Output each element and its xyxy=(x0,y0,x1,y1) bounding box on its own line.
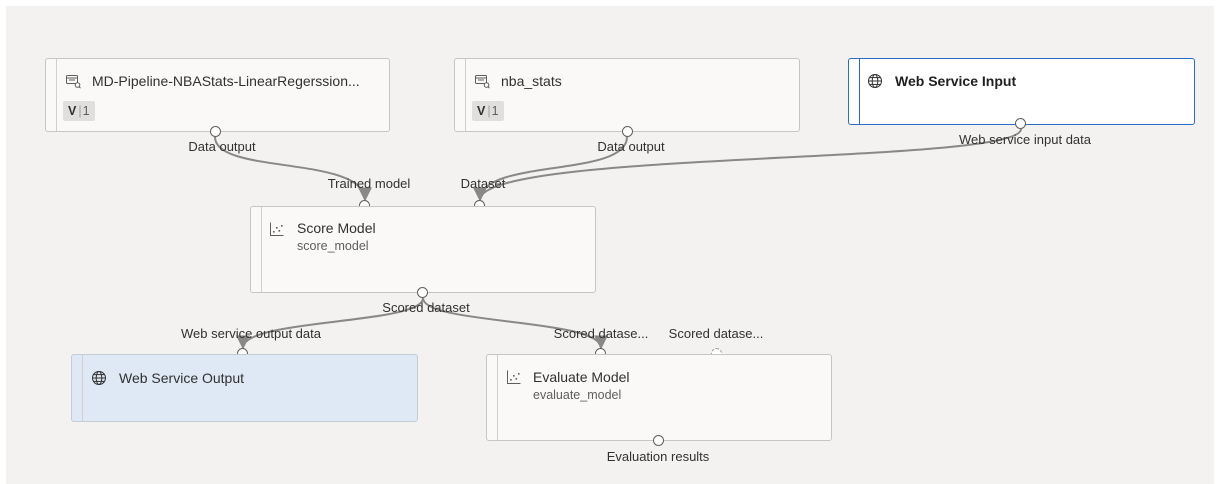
globe-icon xyxy=(91,370,107,386)
web-service-input-port[interactable] xyxy=(1015,118,1026,129)
version-letter: V xyxy=(68,104,77,118)
node-title: Score Model xyxy=(297,220,376,236)
port-label: Evaluation results xyxy=(606,449,710,464)
port-label: Data output xyxy=(597,139,665,154)
web-service-output-node[interactable]: Web Service Output xyxy=(71,354,418,422)
data-output-port[interactable] xyxy=(622,126,633,137)
score-model-node[interactable]: Score Model score_model xyxy=(250,206,596,293)
node-title: Web Service Input xyxy=(895,73,1017,89)
node-subtitle: evaluate_model xyxy=(533,388,622,402)
dataset-icon xyxy=(474,73,490,89)
node-title: Evaluate Model xyxy=(533,369,630,385)
port-label: Trained model xyxy=(327,176,411,191)
port-label: Scored datase... xyxy=(668,326,764,341)
scatter-chart-icon xyxy=(506,369,522,385)
data-output-port[interactable] xyxy=(210,126,221,137)
node-title: nba_stats xyxy=(501,73,562,89)
version-letter: V xyxy=(477,104,486,118)
web-service-input-node[interactable]: Web Service Input xyxy=(848,58,1195,125)
version-badge: V|1 xyxy=(472,101,504,121)
node-subtitle: score_model xyxy=(297,239,369,253)
port-label: Scored datase... xyxy=(553,326,649,341)
scored-dataset-port[interactable] xyxy=(417,287,428,298)
version-number: 1 xyxy=(491,104,499,118)
pipeline-dataset-node[interactable]: MD-Pipeline-NBAStats-LinearRegerssion...… xyxy=(45,58,390,132)
nba-stats-node[interactable]: nba_stats V|1 xyxy=(454,58,800,132)
node-title: MD-Pipeline-NBAStats-LinearRegerssion... xyxy=(92,73,360,89)
version-badge: V|1 xyxy=(63,101,95,121)
globe-icon xyxy=(867,73,883,89)
node-title: Web Service Output xyxy=(119,370,245,386)
evaluate-model-node[interactable]: Evaluate Model evaluate_model xyxy=(486,354,832,441)
scatter-chart-icon xyxy=(269,221,285,237)
version-number: 1 xyxy=(82,104,90,118)
port-label: Data output xyxy=(188,139,256,154)
port-label: Scored dataset xyxy=(382,300,470,315)
dataset-icon xyxy=(65,73,81,89)
evaluation-results-port[interactable] xyxy=(653,435,664,446)
port-label: Dataset xyxy=(460,176,506,191)
port-label: Web service input data xyxy=(959,132,1091,147)
port-label: Web service output data xyxy=(181,326,321,341)
